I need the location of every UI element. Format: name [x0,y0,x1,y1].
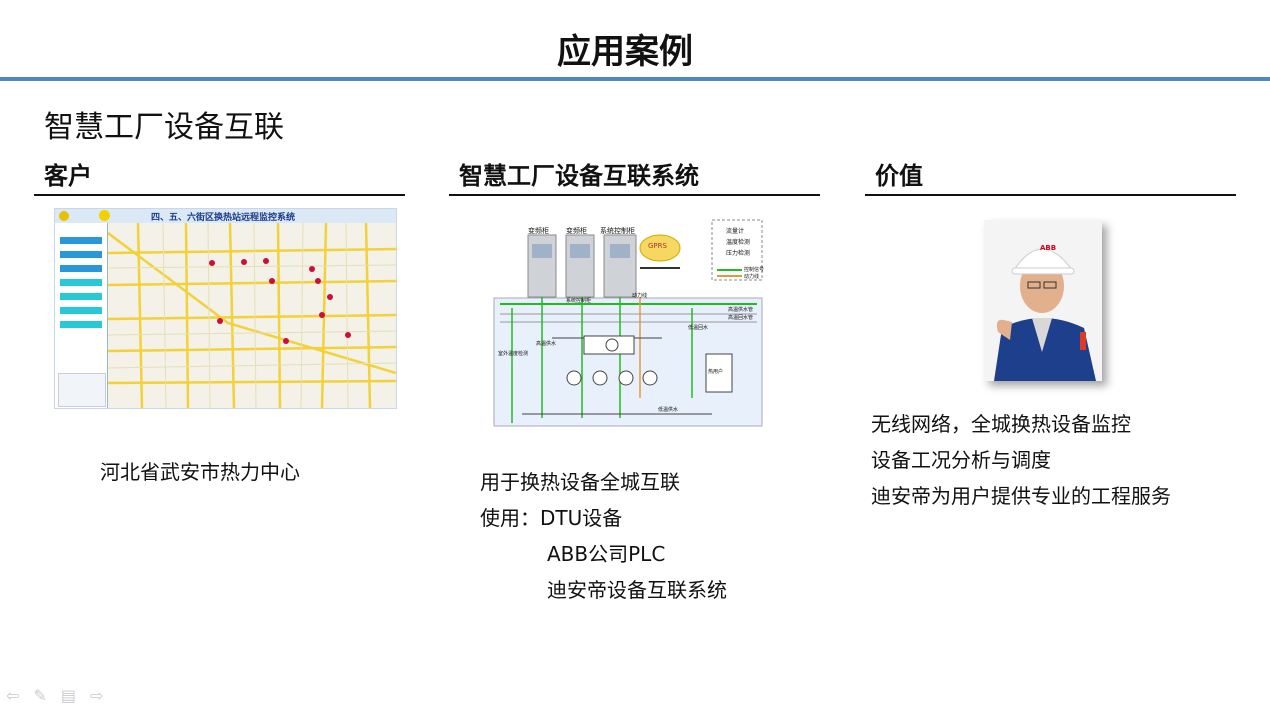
system-line: 迪安帝设备互联系统 [547,578,727,602]
slide-title: 应用案例 [557,32,693,72]
diagram-legend-item: 温度检测 [726,239,751,246]
cabinet-group [527,234,637,298]
map-sidebar-button[interactable] [60,293,102,300]
diagram-legend-item: 控制信号 [744,267,764,273]
column-heading-value: 价值 [875,162,923,190]
map-sidebar-button[interactable] [60,237,102,244]
diagram-label: 低温回水 [688,325,709,331]
system-line: ABB公司PLC [547,542,666,566]
diagram-label-cabinet: 变频柜 [528,227,549,235]
next-icon[interactable]: ⇨ [89,686,104,705]
system-diagram: 变频柜 变频柜 系统控制柜 GPRS 流量计 温度检测 压力检测 控制信号 动力… [492,218,764,430]
pen-icon[interactable]: ✎ [33,686,47,705]
city-map [108,223,396,408]
map-sidebar-button[interactable] [60,251,102,258]
column-rule-value [865,194,1236,196]
station-marker[interactable] [327,294,333,300]
prev-icon[interactable]: ⇦ [6,686,20,705]
value-line: 设备工况分析与调度 [871,448,1051,472]
map-logo-icon [59,211,69,221]
value-text: 无线网络，全城换热设备监控 设备工况分析与调度 迪安帝为用户提供专业的工程服务 [871,406,1171,514]
map-sidebar-button[interactable] [60,321,102,328]
map-sidebar-button[interactable] [60,279,102,286]
column-heading-customer: 客户 [44,162,92,190]
map-monitor-screenshot: 四、五、六街区换热站远程监控系统 [54,208,397,409]
system-line: 使用：DTU设备 [480,506,623,530]
diagram-legend-item: 动力线 [744,274,760,280]
map-screenshot-header: 四、五、六街区换热站远程监控系统 [55,209,396,223]
diagram-legend-item: 流量计 [726,228,745,235]
map-sidebar-footer [58,373,106,407]
system-text: 用于换热设备全城互联 使用：DTU设备 ABB公司PLC 迪安帝设备互联系统 [480,464,727,608]
diagram-legend-item: 压力检测 [726,250,751,257]
station-marker[interactable] [217,318,223,324]
diagram-label: 低温供水 [658,407,679,413]
column-heading-system: 智慧工厂设备互联系统 [459,162,699,190]
slide-nav: ⇦ ✎ ▤ ⇨ [6,686,103,705]
station-marker[interactable] [315,278,321,284]
map-sidebar [55,223,108,408]
smiley-icon [99,210,110,221]
diagram-label: 高温回水管 [728,315,754,321]
station-marker[interactable] [241,259,247,265]
station-marker[interactable] [209,260,215,266]
diagram-label: 高温供水 [536,341,557,347]
station-marker[interactable] [283,338,289,344]
map-sidebar-button[interactable] [60,307,102,314]
diagram-label: 高温供水管 [728,307,754,313]
station-marker[interactable] [263,258,269,264]
diagram-label-cabinet: 变频柜 [566,227,587,235]
value-line: 迪安帝为用户提供专业的工程服务 [871,484,1171,508]
menu-icon[interactable]: ▤ [60,686,76,705]
station-marker[interactable] [345,332,351,338]
diagram-label-cabinet: 系统控制柜 [600,227,635,235]
station-marker[interactable] [309,266,315,272]
column-rule-customer [34,194,405,196]
diagram-label: 系统控制柜 [566,298,592,304]
engineer-photo: ABB [984,220,1102,381]
diagram-label: 动力线 [632,293,648,299]
hardhat-logo: ABB [1040,244,1057,252]
system-line: 用于换热设备全城互联 [480,470,680,494]
diagram-label-gprs: GPRS [648,242,667,250]
column-rule-system [449,194,820,196]
slide-subtitle: 智慧工厂设备互联 [44,110,284,145]
customer-text: 河北省武安市热力中心 [100,454,300,490]
map-sidebar-button[interactable] [60,265,102,272]
value-line: 无线网络，全城换热设备监控 [871,412,1131,436]
station-marker[interactable] [319,312,325,318]
diagram-label: 热用户 [708,369,724,375]
title-underline [0,77,1270,81]
customer-line: 河北省武安市热力中心 [100,460,300,484]
station-marker[interactable] [269,278,275,284]
map-header-title: 四、五、六街区换热站远程监控系统 [151,213,296,223]
diagram-label: 室外温度检测 [498,351,529,357]
